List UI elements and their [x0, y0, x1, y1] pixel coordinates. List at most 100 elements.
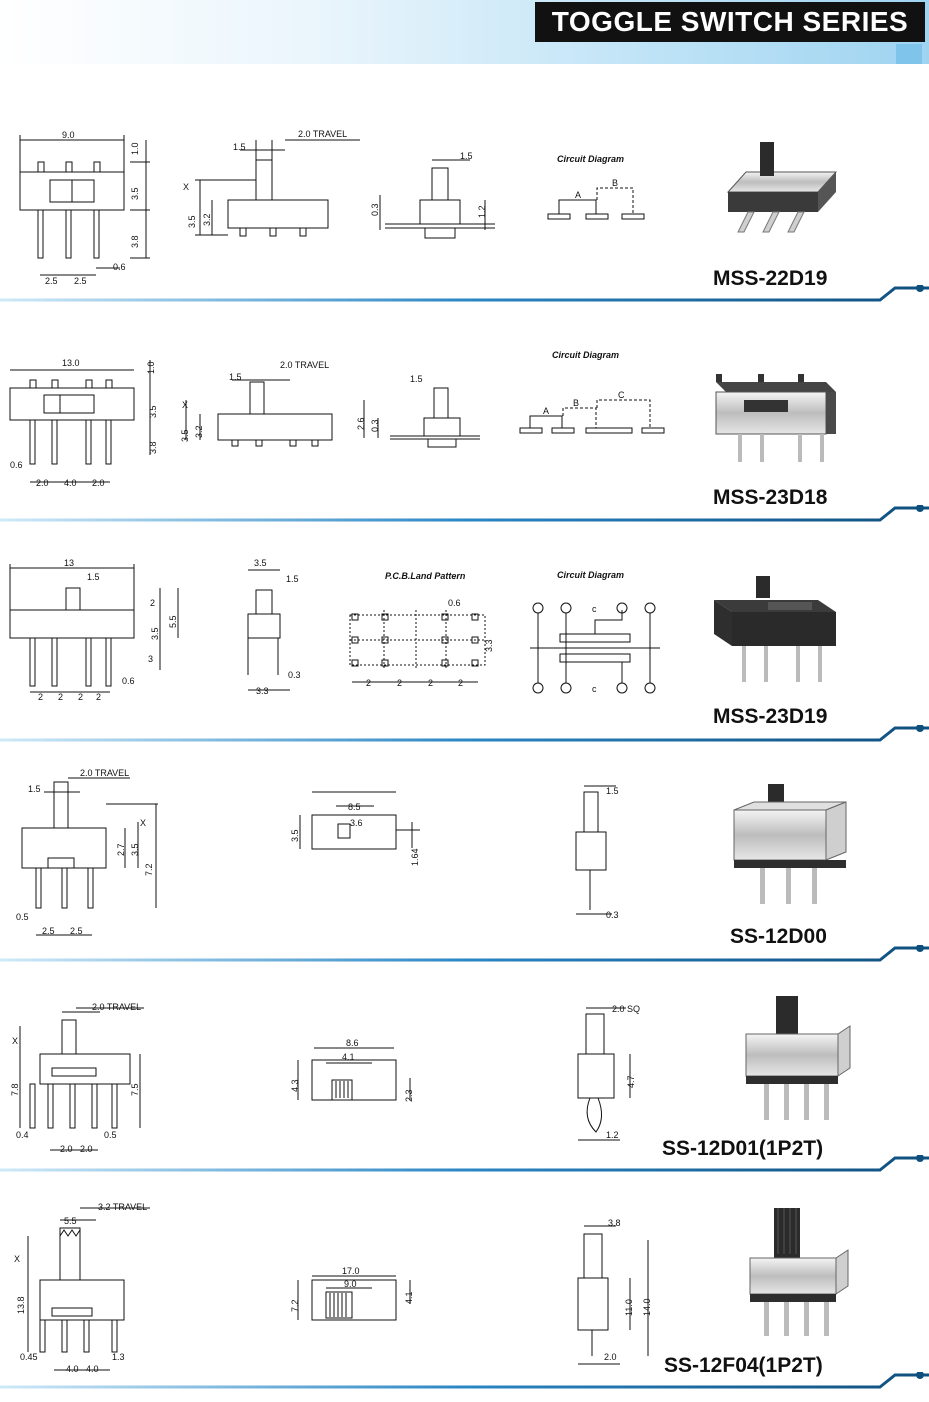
dim-label: 13.0 — [62, 358, 80, 368]
dim-label: 1.5 — [460, 151, 473, 161]
dim-label: 2 — [96, 692, 101, 702]
dim-label: 1.5 — [410, 374, 423, 384]
dim-label: 3.6 — [350, 818, 363, 828]
dim-label: 3.5 — [148, 405, 158, 418]
circuit-diagram-title: Circuit Diagram — [557, 154, 624, 164]
mss-22d19-drawings: 9.0 1.0 3.5 3.8 2.5 2.5 0.6 1.5 2.0 TRAV… — [19, 129, 645, 286]
circuit-label: c — [592, 684, 597, 694]
model-name: SS-12D00 — [730, 925, 827, 948]
circuit-diagram-title: Circuit Diagram — [557, 570, 624, 580]
dim-label: 4.0 — [64, 478, 77, 488]
dim-label: 3.5 — [180, 429, 190, 442]
section-divider — [0, 1372, 929, 1389]
dim-label: 1.0 — [130, 142, 140, 155]
ss-12f04-photo — [749, 1208, 849, 1336]
dim-label: 2.5 — [74, 276, 87, 286]
section-ss-12d00: 2.0 TRAVEL 1.5 X 2.7 3.5 7.2 0.5 2.5 2.5… — [0, 740, 929, 965]
dim-label: 2.0 — [36, 478, 49, 488]
dim-label: 3.3 — [256, 686, 269, 696]
ss-12d01-photo — [745, 996, 851, 1120]
dim-label: 13.8 — [16, 1296, 26, 1314]
circuit-diagram-title: Circuit Diagram — [552, 350, 619, 360]
dim-label: 3.5 — [130, 187, 140, 200]
dim-label: 2.0 TRAVEL — [280, 360, 329, 370]
dim-label: 2 — [428, 678, 433, 688]
dim-label: 0.6 — [122, 676, 135, 686]
section-divider — [0, 505, 929, 522]
dim-label: 4.1 — [342, 1052, 355, 1062]
dim-label: 2 — [38, 692, 43, 702]
dim-label: 0.3 — [370, 419, 380, 432]
mss-23d19-photo — [714, 576, 836, 682]
section-divider — [0, 945, 929, 962]
model-name: MSS-23D18 — [713, 486, 828, 509]
dim-label: X — [183, 182, 189, 192]
dim-label: 3.5 — [150, 627, 160, 640]
dim-label: 3.5 — [290, 829, 300, 842]
circuit-label: c — [592, 604, 597, 614]
pcb-land-pattern-title: P.C.B.Land Pattern — [385, 571, 466, 581]
dim-label: 3.8 — [130, 235, 140, 248]
dim-label: 3 — [148, 654, 153, 664]
dim-label: 4.3 — [290, 1079, 300, 1092]
dim-label: 1.5 — [606, 786, 619, 796]
circuit-label: B — [612, 178, 618, 188]
dim-label: 2 — [458, 678, 463, 688]
dim-label: 1.2 — [477, 205, 487, 218]
circuit-label: A — [543, 406, 549, 416]
dim-label: 1.2 — [606, 1130, 619, 1140]
dim-label: 9.0 — [344, 1279, 357, 1289]
model-name: SS-12F04(1P2T) — [664, 1354, 823, 1377]
dim-label: 7.8 — [10, 1083, 20, 1096]
dim-label: 1.5 — [28, 784, 41, 794]
ss-12d00-photo — [733, 784, 847, 904]
dim-label: 7.2 — [290, 1299, 300, 1312]
dim-label: X — [182, 400, 188, 410]
section-divider — [0, 285, 929, 302]
dim-label: 3.2 — [202, 213, 212, 226]
circuit-label: C — [618, 390, 625, 400]
dim-label: 2.0 — [92, 478, 105, 488]
dim-label: 1.3 — [112, 1352, 125, 1362]
dim-label: 0.6 — [113, 262, 126, 272]
section-mss-22d19: 9.0 1.0 3.5 3.8 2.5 2.5 0.6 1.5 2.0 TRAV… — [0, 80, 929, 305]
dim-label: 4.7 — [626, 1075, 636, 1088]
dim-label: 3.5 — [130, 843, 140, 856]
dim-label: 4.1 — [404, 1291, 414, 1304]
dim-label: 7.5 — [130, 1083, 140, 1096]
dim-label: 8.6 — [346, 1038, 359, 1048]
dim-label: 0.6 — [448, 598, 461, 608]
dim-label: 9.0 — [62, 130, 75, 140]
dim-label: 8.5 — [348, 802, 361, 812]
dim-label: 1.5 — [229, 372, 242, 382]
dim-label: 2.0 — [80, 1144, 93, 1154]
dim-label: 14.0 — [642, 1298, 652, 1316]
dim-label: 0.45 — [20, 1352, 38, 1362]
model-name: SS-12D01(1P2T) — [662, 1137, 824, 1160]
dim-label: 2.0 TRAVEL — [92, 1002, 141, 1012]
dim-label: 3.3 — [484, 639, 494, 652]
mss-22d19-photo — [726, 142, 838, 233]
dim-label: 3.5 — [187, 215, 197, 228]
dim-label: 3.8 — [148, 441, 158, 454]
dim-label: 2.7 — [116, 843, 126, 856]
dim-label: 2.0 — [604, 1352, 617, 1362]
dim-label: 2.5 — [45, 276, 58, 286]
dim-label: 5.5 — [168, 615, 178, 628]
dim-label: 1.64 — [410, 848, 420, 866]
dim-label: 0.3 — [606, 910, 619, 920]
dim-label: 0.3 — [288, 670, 301, 680]
dim-label: 4.0 — [66, 1364, 79, 1374]
dim-label: 1.0 — [146, 361, 156, 374]
dim-label: 1.5 — [87, 572, 100, 582]
dim-label: 3.2 TRAVEL — [98, 1202, 147, 1212]
dim-label: 2 — [150, 598, 155, 608]
dim-label: 2.6 — [356, 417, 366, 430]
dim-label: 11.0 — [624, 1299, 634, 1316]
dim-label: 13 — [64, 558, 74, 568]
dim-label: 2 — [397, 678, 402, 688]
dim-label: 0.6 — [10, 460, 23, 470]
dim-label: 2.0 — [60, 1144, 73, 1154]
circuit-label: B — [573, 398, 579, 408]
dim-label: X — [14, 1254, 20, 1264]
